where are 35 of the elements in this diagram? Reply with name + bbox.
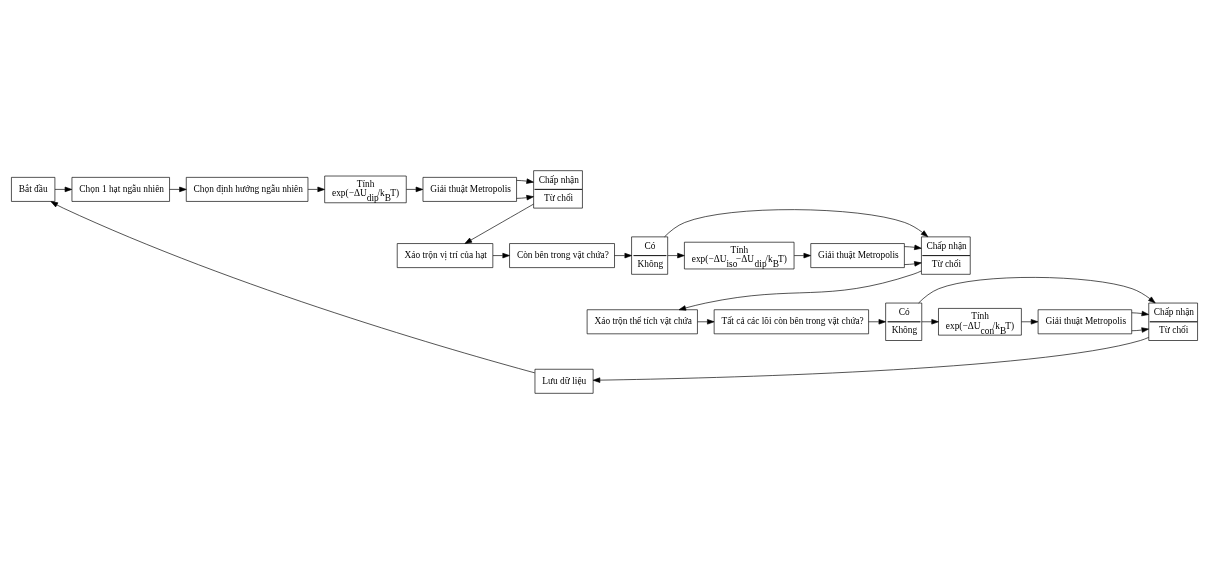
arrow xyxy=(697,319,715,325)
arrow xyxy=(516,178,534,184)
node-box: Chọn định hướng ngẫu nhiên xyxy=(185,177,309,202)
arrow xyxy=(793,252,811,259)
node-box: Xáo trộn thể tích vật chứa xyxy=(586,309,698,335)
node-box: Còn bên trong vật chứa? xyxy=(509,243,615,268)
node-box: Xáo trộn vị trí của hạt xyxy=(396,243,494,268)
node-box: Giải thuật Metropolis xyxy=(422,177,517,202)
arrow xyxy=(169,186,187,193)
arrow xyxy=(492,252,510,259)
arrow xyxy=(667,252,685,259)
arrow xyxy=(1021,319,1039,325)
arrow xyxy=(1131,327,1149,333)
arrow xyxy=(54,186,73,193)
node-box: Tất cả các lõi còn bên trong vật chứa? xyxy=(713,309,869,335)
arrow xyxy=(50,201,536,374)
arrow xyxy=(406,186,424,193)
arrow xyxy=(904,261,922,267)
node-box: Giải thuật Metropolis xyxy=(810,243,905,268)
node-box: Bắt đầu xyxy=(11,177,56,202)
arrow xyxy=(1131,310,1149,317)
arrow xyxy=(516,195,534,201)
arrow xyxy=(464,203,534,244)
arrow xyxy=(918,277,1156,304)
arrow xyxy=(307,186,325,193)
node-box: Chọn 1 hạt ngẫu nhiên xyxy=(71,177,170,202)
node-box: Giải thuật Metropolis xyxy=(1037,309,1133,335)
arrow xyxy=(904,244,922,250)
arrow xyxy=(614,252,632,259)
node-box: Lưu dữ liệu xyxy=(534,368,594,394)
arrow xyxy=(664,209,929,238)
arrow xyxy=(868,319,886,325)
arrow xyxy=(592,337,1149,383)
arrow xyxy=(678,270,922,311)
arrow xyxy=(921,319,939,325)
